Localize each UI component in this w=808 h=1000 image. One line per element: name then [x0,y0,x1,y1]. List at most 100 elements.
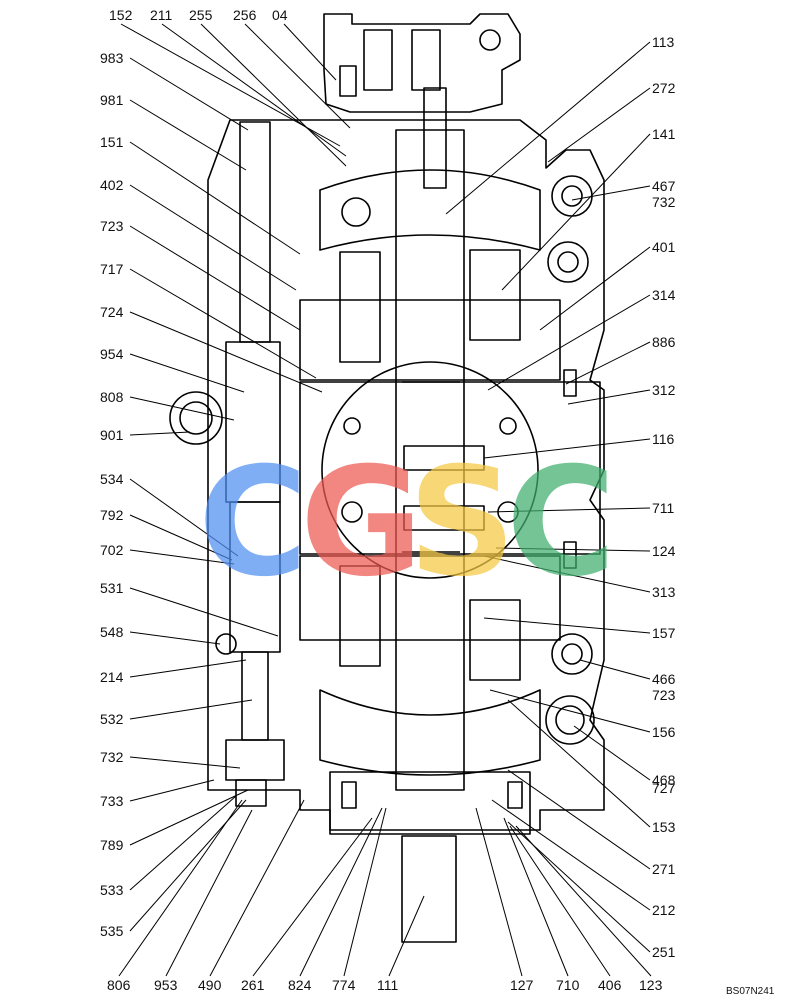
leader-bottom-774 [343,807,387,977]
seal-housing [329,771,531,835]
upper-bolt [341,197,371,227]
top-gear-left [363,29,393,91]
leader-bottom-127 [475,807,523,977]
bolt-bottom-right [507,781,523,809]
watermark-letter-3: S [408,436,517,610]
leader-top-256 [244,23,351,129]
leader-top-04 [283,23,337,81]
callout-right-212: 212 [652,902,676,918]
callout-left-548: 548 [100,624,124,640]
callout-right-124: 124 [652,543,676,559]
callout-left-808: 808 [100,389,124,405]
port-plug-466-inner [561,643,583,665]
callout-bottom-806: 806 [107,977,131,993]
lower-piston-left [339,565,381,667]
upper-piston-left [339,251,381,363]
callout-right-732: 732 [652,194,676,210]
callout-top-211: 211 [150,7,173,23]
leader-left-533 [129,795,237,891]
central-shaft [395,129,465,791]
leader-right-272 [547,87,651,163]
leader-bottom-710 [503,817,569,977]
callout-right-271: 271 [652,861,676,877]
right-pin-lower [563,541,577,569]
callout-right-113: 113 [652,34,675,50]
leader-bottom-824 [299,807,383,977]
callout-left-723: 723 [100,218,124,234]
callout-right-727: 727 [652,780,676,796]
callout-left-702: 702 [100,542,124,558]
leader-left-723 [129,225,301,331]
port-plug-466 [551,633,593,675]
leader-left-534 [129,478,239,557]
callout-top-04: 04 [272,7,288,23]
port-plug-467 [551,175,593,217]
callout-right-153: 153 [652,819,676,835]
leader-right-467 [571,185,651,201]
leader-left-981 [129,99,247,171]
leader-left-717 [129,268,317,379]
port-plug-468 [545,695,595,745]
leader-left-151 [129,141,301,255]
leader-right-468 [573,725,651,781]
callout-left-792: 792 [100,507,124,523]
callout-left-532: 532 [100,711,124,727]
leader-right-466 [579,659,651,680]
top-stem [423,87,447,189]
top-bolt-hole [479,29,501,51]
callout-left-983: 983 [100,50,124,66]
leader-right-113 [445,41,651,215]
callout-right-314: 314 [652,287,676,303]
right-pin-upper [563,369,577,397]
leader-left-983 [129,57,249,131]
upper-cylinder-block [299,299,561,381]
left-cap-bottom [225,739,285,781]
leader-right-141 [501,133,651,291]
callout-left-402: 402 [100,177,124,193]
leader-right-212 [491,799,651,911]
callout-right-312: 312 [652,382,676,398]
output-shaft [401,835,457,943]
watermark-letter-4: C [506,436,617,610]
callout-left-535: 535 [100,923,124,939]
callout-left-954: 954 [100,346,124,362]
leader-left-733 [129,779,215,802]
leader-left-548 [129,631,221,645]
callout-right-251: 251 [652,944,676,960]
leader-bottom-261 [252,817,373,977]
leader-right-153 [507,699,651,828]
gear-tooth-bottom [403,505,485,531]
callout-left-717: 717 [100,261,124,277]
leader-left-792 [129,514,233,561]
watermark-letter-2: G [300,436,424,610]
upper-swash [319,169,541,251]
leader-left-531 [129,587,279,637]
leader-left-954 [129,353,245,393]
callout-top-152: 152 [109,7,133,23]
callout-right-157: 157 [652,625,676,641]
port-plug-468-inner [555,705,585,735]
port-plug-467-inner [561,185,583,207]
callout-left-789: 789 [100,837,124,853]
leader-right-886 [565,341,651,385]
lifting-eye [169,391,223,445]
top-plug [339,65,357,97]
callout-left-534: 534 [100,471,124,487]
callout-left-981: 981 [100,92,124,108]
leader-right-271 [507,769,651,870]
callout-bottom-111: 111 [377,977,399,993]
callout-left-901: 901 [100,427,124,443]
leader-left-808 [129,396,235,421]
leader-left-724 [129,311,323,393]
callout-right-156: 156 [652,724,676,740]
leader-right-312 [567,389,651,405]
callout-left-214: 214 [100,669,124,685]
callout-bottom-824: 824 [288,977,312,993]
top-gear-right [411,29,441,91]
top-cap [323,13,521,113]
leader-top-211 [161,23,347,157]
callout-bottom-953: 953 [154,977,178,993]
callout-left-732: 732 [100,749,124,765]
